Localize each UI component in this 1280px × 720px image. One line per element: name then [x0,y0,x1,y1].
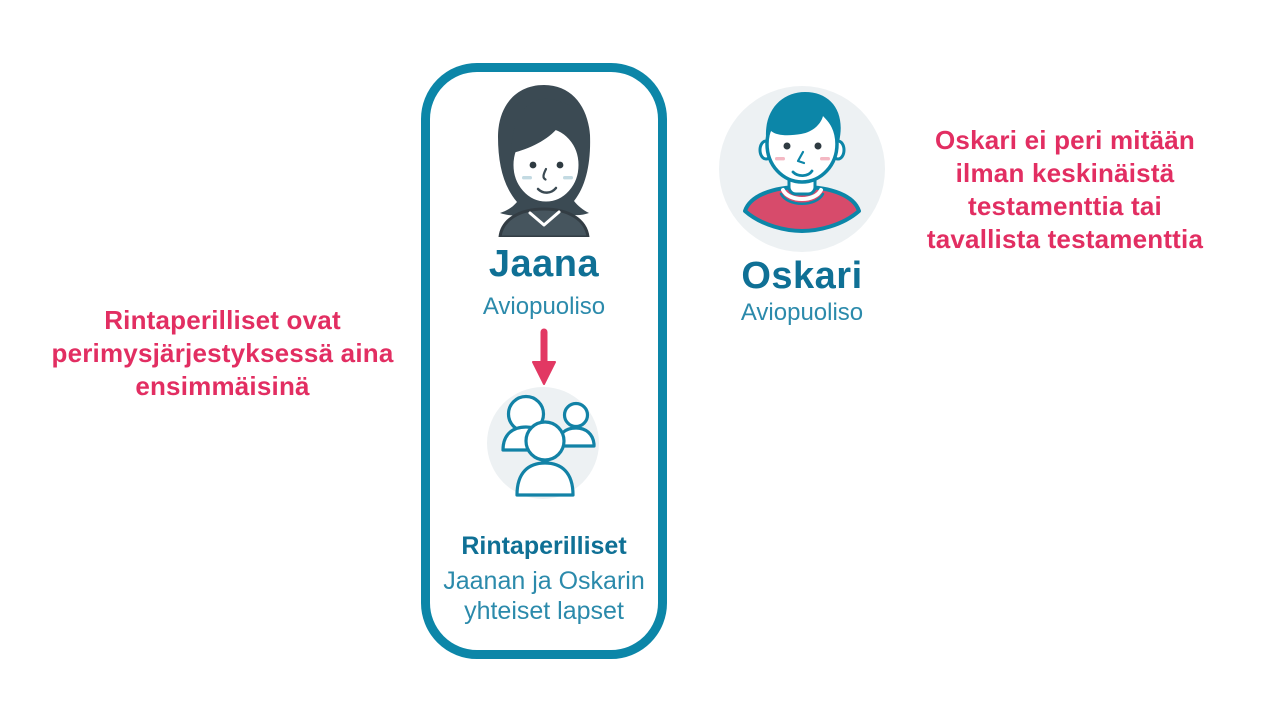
right-annotation: Oskari ei peri mitään ilman keskinäistä … [926,125,1204,254]
jaana-name: Jaana [488,243,600,285]
family-group-icon [487,387,599,499]
oskari-role: Aviopuoliso [740,299,864,326]
inheritance-box: Jaana Aviopuoliso Rintaperilliset Jaanan… [421,63,667,659]
jaana-role: Aviopuoliso [482,293,606,320]
heirs-subtitle: Jaanan ja Oskarin yhteiset lapset [443,567,645,625]
woman-avatar-icon [498,85,591,237]
oskari-name: Oskari [741,255,863,297]
heirs-title: Rintaperilliset [461,532,627,560]
left-annotation: Rintaperilliset ovat perimysjärjestykses… [51,305,394,401]
down-arrow-icon [532,328,556,385]
man-avatar-icon [719,86,885,252]
oskari-figure: Oskari Aviopuoliso [702,84,902,326]
